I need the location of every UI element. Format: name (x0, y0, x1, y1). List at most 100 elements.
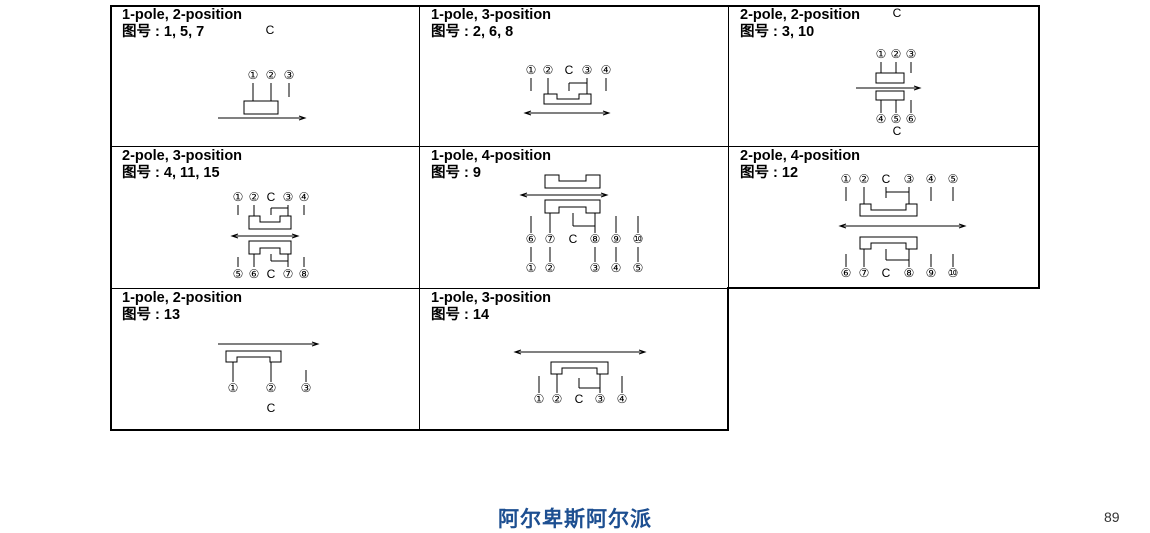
terminal-label: ⑥ (906, 112, 917, 126)
terminal-label: ③ (904, 172, 915, 186)
terminal-label: C (266, 23, 275, 37)
cell-title: 1-pole, 3-position (431, 7, 552, 23)
terminal-label: C (267, 267, 276, 281)
terminal-label: ② (545, 261, 556, 275)
slider-contact (248, 240, 292, 255)
terminal-label: ③ (590, 261, 601, 275)
terminal-label: ③ (283, 190, 294, 204)
slider-contact (230, 233, 239, 239)
figure-number: 图号 : 1, 5, 7 (122, 24, 205, 40)
slider-contact (291, 233, 300, 239)
cell-title: 1-pole, 3-position (431, 290, 552, 306)
terminal-label: ② (891, 47, 902, 61)
terminal-label: C (569, 232, 578, 246)
terminal-label: ⑥ (249, 267, 260, 281)
terminal-label: ② (552, 392, 563, 406)
footer-brand: 阿尔卑斯阿尔派 (498, 508, 652, 531)
slider-contact (225, 350, 282, 363)
slider-contact (859, 203, 918, 217)
figure-number: 图号 : 9 (431, 165, 481, 181)
terminal-label: C (267, 401, 276, 415)
terminal-label: ① (233, 190, 244, 204)
figure-number: 图号 : 4, 11, 15 (122, 165, 220, 181)
terminal-label: ① (534, 392, 545, 406)
terminal-label: ③ (301, 381, 312, 395)
terminal-label: ⑧ (299, 267, 310, 281)
terminal-label: ⑦ (859, 266, 870, 280)
terminal-label: ⑩ (633, 232, 644, 246)
terminal-label: ④ (617, 392, 628, 406)
terminal-label: ④ (876, 112, 887, 126)
terminal-label: ② (543, 63, 554, 77)
slider-contact (513, 349, 522, 355)
terminal-label: ④ (601, 63, 612, 77)
terminal-label: ① (526, 63, 537, 77)
figure-number: 图号 : 14 (431, 307, 490, 323)
terminal-label: ⑦ (283, 267, 294, 281)
figure-number: 图号 : 13 (122, 307, 181, 323)
terminal-label: C (575, 392, 584, 406)
terminal-label: ① (526, 261, 537, 275)
terminal-label: ③ (906, 47, 917, 61)
terminal-label: ③ (582, 63, 593, 77)
terminal-label: ⑤ (233, 267, 244, 281)
column-divider (419, 5, 420, 430)
terminal-label: C (565, 63, 574, 77)
slider-contact (602, 110, 611, 116)
cell-title: 1-pole, 2-position (122, 290, 243, 306)
terminal-label: ⑤ (633, 261, 644, 275)
terminal-label: C (882, 266, 891, 280)
terminal-label: C (267, 190, 276, 204)
terminal-label: ② (266, 381, 277, 395)
terminal-label: ③ (284, 68, 295, 82)
table-border (728, 287, 1040, 289)
cell-title: 2-pole, 4-position (740, 148, 861, 164)
terminal-label: ⑧ (904, 266, 915, 280)
slider-contact (519, 192, 528, 198)
slider-contact (544, 199, 601, 214)
cell-title: 1-pole, 2-position (122, 7, 243, 23)
terminal-label: ④ (926, 172, 937, 186)
table-border (110, 429, 729, 431)
terminal-label: ② (249, 190, 260, 204)
slider-contact (875, 72, 905, 84)
terminal-label: C (882, 172, 891, 186)
terminal-label: ⑤ (891, 112, 902, 126)
terminal-label: ⑩ (948, 266, 959, 280)
terminal-label: ⑨ (926, 266, 937, 280)
row-divider (110, 146, 1040, 147)
cell-title: 1-pole, 4-position (431, 148, 552, 164)
terminal-label: ④ (611, 261, 622, 275)
terminal-label: ② (266, 68, 277, 82)
terminal-label: ⑧ (590, 232, 601, 246)
terminal-label: C (893, 6, 902, 20)
terminal-label: ① (876, 47, 887, 61)
slider-contact (298, 115, 307, 121)
terminal-label: ⑥ (841, 266, 852, 280)
terminal-label: ⑥ (526, 232, 537, 246)
terminal-label: ③ (595, 392, 606, 406)
terminal-label: ① (841, 172, 852, 186)
table-border (110, 5, 112, 431)
column-divider (728, 5, 729, 288)
page-number: 89 (1104, 509, 1120, 525)
